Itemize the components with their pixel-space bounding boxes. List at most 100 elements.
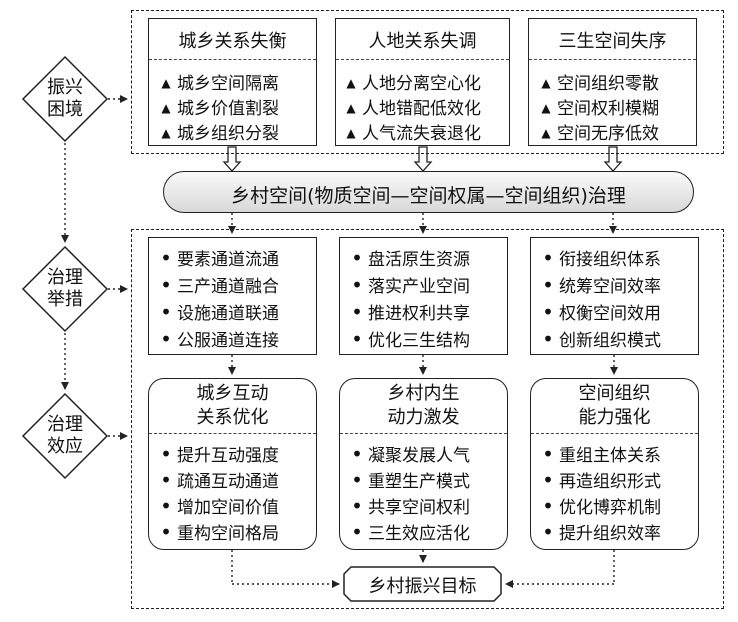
- dot-bullet-icon: •: [351, 494, 363, 518]
- dilemma-frame: [131, 10, 724, 154]
- dot-bullet-icon: •: [160, 327, 172, 351]
- problem-box: 人地关系失调 ▲人地分离空心化 ▲人地错配低效化 ▲人气流失衰退化: [335, 18, 510, 146]
- list-item: ▲人地错配低效化: [340, 94, 481, 119]
- effect-box: 乡村内生动力激发 •凝聚发展人气 •重塑生产模式 •共享空间权利 •三生效应活化: [339, 378, 508, 550]
- divider: [149, 433, 316, 434]
- dot-bullet-icon: •: [160, 273, 172, 297]
- dot-bullet-icon: •: [351, 442, 363, 466]
- dot-bullet-icon: •: [542, 494, 554, 518]
- list-item: •重构空间格局: [155, 519, 279, 544]
- list-item: ▲城乡组织分裂: [155, 119, 279, 144]
- list-item: ▲空间组织零散: [535, 69, 659, 94]
- dot-bullet-icon: •: [542, 442, 554, 466]
- list-item: •盘活原生资源: [346, 245, 470, 270]
- list-item: •疏通互动通道: [155, 467, 279, 492]
- list-item: •推进权利共享: [346, 299, 470, 324]
- governance-banner: 乡村空间(物质空间—空间权属—空间组织)治理: [163, 171, 694, 213]
- list-item: •衔接组织体系: [537, 245, 661, 270]
- problem-box: 三生空间失序 ▲空间组织零散 ▲空间权利模糊 ▲空间无序低效: [528, 18, 697, 146]
- dot-bullet-icon: •: [351, 468, 363, 492]
- list-item: ▲空间权利模糊: [535, 94, 659, 119]
- effect-title: 空间组织能力强化: [578, 383, 651, 428]
- list-item: •统筹空间效率: [537, 272, 661, 297]
- diamond-measures: 治理 举措: [21, 245, 109, 333]
- dot-bullet-icon: •: [160, 300, 172, 324]
- divider: [531, 433, 698, 434]
- effect-box: 城乡互动关系优化 •提升互动强度 •疏通互动通道 •增加空间价值 •重构空间格局: [148, 378, 317, 550]
- list-item: •落实产业空间: [346, 272, 470, 297]
- dot-bullet-icon: •: [351, 300, 363, 324]
- list-item: •三生效应活化: [346, 519, 470, 544]
- list-item: •增加空间价值: [155, 493, 279, 518]
- dot-bullet-icon: •: [160, 246, 172, 270]
- dot-bullet-icon: •: [542, 246, 554, 270]
- list-item: •设施通道联通: [155, 299, 279, 324]
- list-item: ▲人气流失衰退化: [340, 119, 481, 144]
- dot-bullet-icon: •: [160, 520, 172, 544]
- diamond-effects-text: 治理 效应: [47, 414, 83, 457]
- triangle-bullet-icon: ▲: [541, 101, 551, 115]
- measure-box: •要素通道流通 •三产通道融合 •设施通道联通 •公服通道连接: [148, 237, 317, 355]
- list-item: •再造组织形式: [537, 467, 661, 492]
- diamond-dilemma-text: 振兴 困境: [47, 77, 83, 120]
- divider: [340, 433, 507, 434]
- list-item: •三产通道融合: [155, 272, 279, 297]
- triangle-bullet-icon: ▲: [346, 101, 356, 115]
- triangle-bullet-icon: ▲: [161, 101, 171, 115]
- dot-bullet-icon: •: [160, 468, 172, 492]
- dot-bullet-icon: •: [160, 494, 172, 518]
- measure-box: •盘活原生资源 •落实产业空间 •推进权利共享 •优化三生结构: [339, 237, 508, 355]
- problem-title: 三生空间失序: [558, 31, 667, 52]
- list-item: •提升组织效率: [537, 519, 661, 544]
- measure-box: •衔接组织体系 •统筹空间效率 •权衡空间效用 •创新组织模式: [530, 237, 699, 355]
- list-item: ▲空间无序低效: [535, 119, 659, 144]
- list-item: •创新组织模式: [537, 326, 661, 351]
- triangle-bullet-icon: ▲: [161, 76, 171, 90]
- diamond-measures-text: 治理 举措: [47, 267, 83, 310]
- problem-title: 人地关系失调: [368, 31, 477, 52]
- list-item: •优化三生结构: [346, 326, 470, 351]
- effect-box: 空间组织能力强化 •重组主体关系 •再造组织形式 •优化博弈机制 •提升组织效率: [530, 378, 699, 550]
- diamond-dilemma: 振兴 困境: [21, 55, 109, 143]
- list-item: ▲人地分离空心化: [340, 69, 481, 94]
- list-item: •要素通道流通: [155, 245, 279, 270]
- effect-title: 城乡互动关系优化: [196, 383, 269, 428]
- list-item: •重组主体关系: [537, 441, 661, 466]
- list-item: ▲城乡空间隔离: [155, 69, 279, 94]
- list-item: •凝聚发展人气: [346, 441, 470, 466]
- list-item: •共享空间权利: [346, 493, 470, 518]
- goal-box: 乡村振兴目标: [343, 566, 502, 602]
- dot-bullet-icon: •: [542, 520, 554, 544]
- problem-box: 城乡关系失衡 ▲城乡空间隔离 ▲城乡价值割裂 ▲城乡组织分裂: [148, 18, 317, 146]
- dot-bullet-icon: •: [351, 520, 363, 544]
- triangle-bullet-icon: ▲: [161, 126, 171, 140]
- dot-bullet-icon: •: [542, 468, 554, 492]
- problem-title: 城乡关系失衡: [178, 31, 287, 52]
- list-item: ▲城乡价值割裂: [155, 94, 279, 119]
- triangle-bullet-icon: ▲: [541, 126, 551, 140]
- triangle-bullet-icon: ▲: [346, 76, 356, 90]
- list-item: •公服通道连接: [155, 326, 279, 351]
- effect-title: 乡村内生动力激发: [387, 383, 460, 428]
- list-item: •重塑生产模式: [346, 467, 470, 492]
- triangle-bullet-icon: ▲: [346, 126, 356, 140]
- dot-bullet-icon: •: [542, 273, 554, 297]
- list-item: •优化博弈机制: [537, 493, 661, 518]
- governance-banner-text: 乡村空间(物质空间—空间权属—空间组织)治理: [231, 185, 626, 207]
- diamond-effects: 治理 效应: [21, 392, 109, 480]
- dot-bullet-icon: •: [351, 327, 363, 351]
- list-item: •权衡空间效用: [537, 299, 661, 324]
- triangle-bullet-icon: ▲: [541, 76, 551, 90]
- divider: [529, 59, 696, 60]
- dot-bullet-icon: •: [351, 273, 363, 297]
- divider: [149, 59, 316, 60]
- list-item: •提升互动强度: [155, 441, 279, 466]
- dot-bullet-icon: •: [160, 442, 172, 466]
- governance-frame: [131, 229, 724, 609]
- divider: [336, 59, 509, 60]
- dot-bullet-icon: •: [542, 327, 554, 351]
- dot-bullet-icon: •: [351, 246, 363, 270]
- goal-text: 乡村振兴目标: [368, 576, 477, 597]
- dot-bullet-icon: •: [542, 300, 554, 324]
